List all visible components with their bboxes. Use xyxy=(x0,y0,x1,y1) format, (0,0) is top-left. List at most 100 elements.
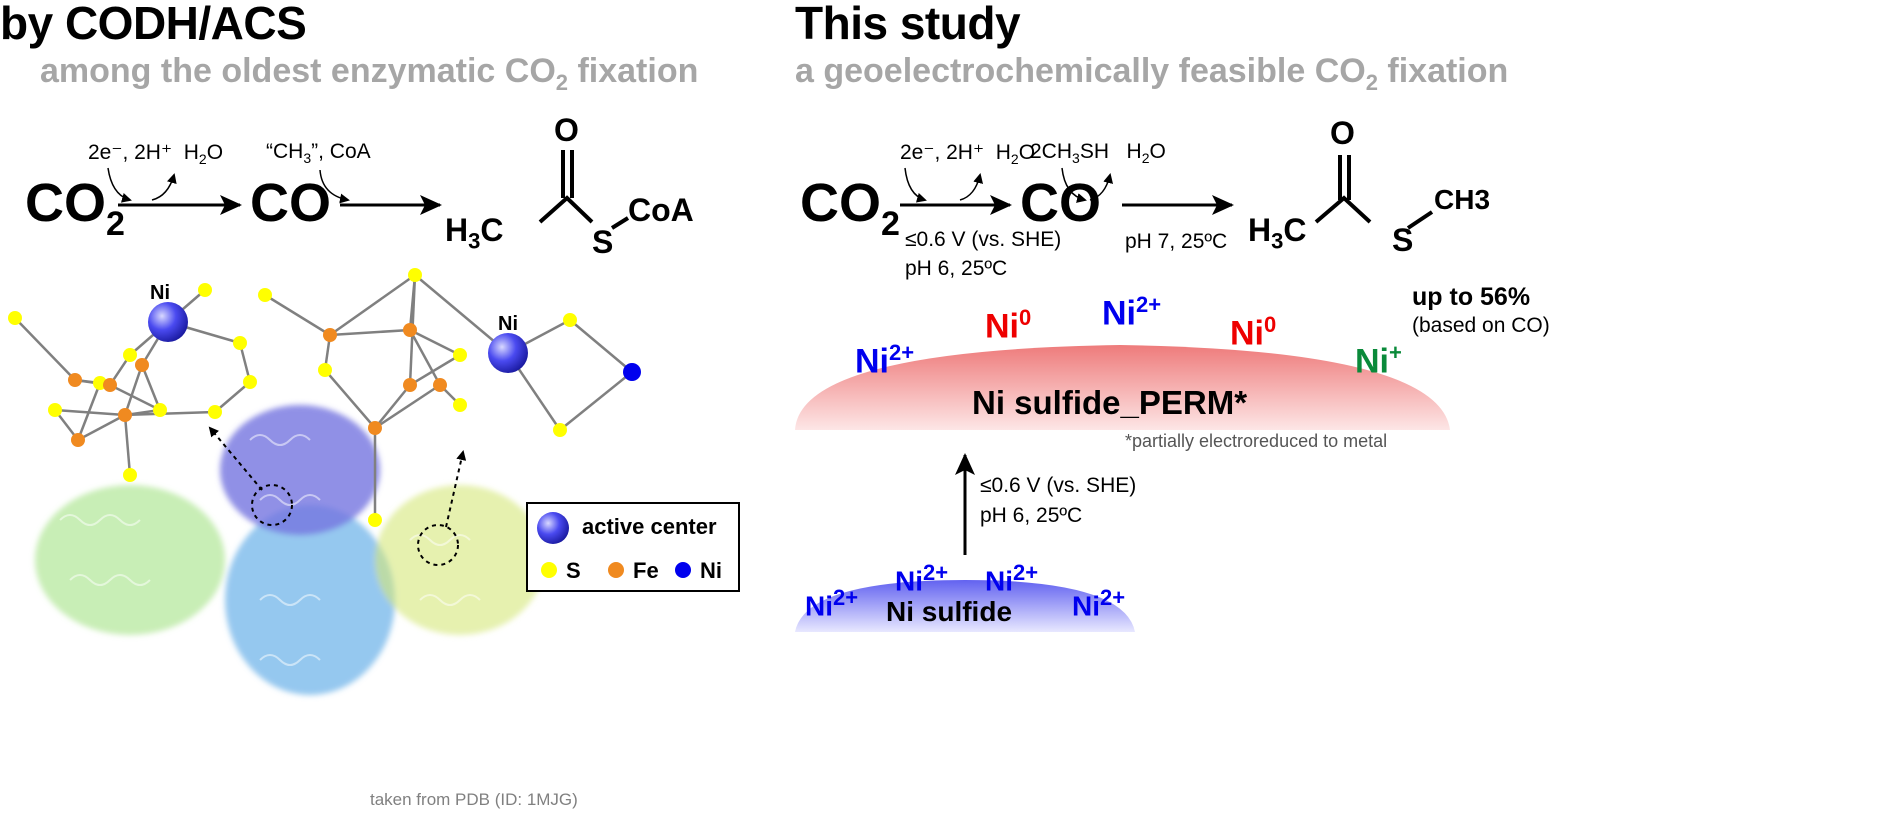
charge: 2+ xyxy=(1136,292,1162,317)
cluster-bond xyxy=(14,317,76,381)
yield: up to 56% xyxy=(1412,283,1531,311)
co2-text: CO xyxy=(25,173,106,233)
cluster-bond xyxy=(123,364,144,416)
acetyl-o: O xyxy=(554,112,579,148)
cluster-bond xyxy=(76,382,102,441)
reagents: 2e⁻, 2H⁺ xyxy=(900,141,985,164)
charge: 2+ xyxy=(923,560,949,585)
iron-atom xyxy=(135,358,149,372)
iron-atom xyxy=(118,408,132,422)
right-step2-reagents: 2CH3SH H2O xyxy=(1030,140,1166,166)
sulfur-atom xyxy=(258,288,272,302)
nickel-active-center xyxy=(488,333,528,373)
ch3sh-sub: 3 xyxy=(1072,150,1080,167)
ch3-sub: 3 xyxy=(303,150,312,167)
legend-ni: Ni xyxy=(700,558,722,583)
conversion-ph: pH 6, 25ºC xyxy=(980,504,1083,527)
charge: 0 xyxy=(1019,305,1032,330)
acetyl-h3c: H3C xyxy=(445,212,503,254)
charge: + xyxy=(1389,340,1402,365)
left-title: by CODH/ACS xyxy=(0,0,307,49)
perm-species-3: Ni2+ xyxy=(1102,292,1161,333)
charge: 2+ xyxy=(1100,585,1126,610)
sulfur-atom xyxy=(123,468,137,482)
codh-acs-protein-structure xyxy=(35,405,545,695)
perm-species-4: Ni0 xyxy=(1230,312,1276,353)
pdb-credit: taken from PDB (ID: 1MJG) xyxy=(370,790,578,809)
nickel-active-center xyxy=(148,302,188,342)
cluster-bond xyxy=(54,408,126,417)
legend-active-center: active center xyxy=(582,514,717,539)
water-h: H xyxy=(1126,140,1142,163)
charge: 0 xyxy=(1264,312,1277,337)
ni-legend-icon xyxy=(675,562,691,578)
water-sub: 2 xyxy=(1010,151,1019,168)
cluster-bond xyxy=(324,369,376,429)
right-reaction-arrows xyxy=(900,167,1234,215)
base: Ni xyxy=(805,590,833,622)
perm-footnote: *partially electroreduced to metal xyxy=(1125,431,1388,451)
sulfide-species-2: Ni2+ xyxy=(895,560,948,597)
cluster-bond xyxy=(124,410,216,417)
acetyl-coa-bonds xyxy=(538,150,630,230)
right-co: CO xyxy=(1020,173,1101,233)
iron-atom xyxy=(323,328,337,342)
ch3sh-b: SH xyxy=(1079,140,1109,163)
base: Ni xyxy=(985,307,1019,346)
cluster-bond xyxy=(374,383,441,430)
sulfur-atom xyxy=(318,363,332,377)
perm-species-2: Ni0 xyxy=(985,305,1031,346)
ni-sulfide-dome xyxy=(795,580,1135,632)
cluster-bond xyxy=(329,273,416,337)
step1-ph: pH 6, 25ºC xyxy=(905,257,1008,280)
sulfur-atom xyxy=(233,336,247,350)
cluster-bond xyxy=(409,353,461,387)
cluster-bond xyxy=(569,319,633,373)
left-co: CO xyxy=(250,173,331,233)
coa: ”, CoA xyxy=(311,140,371,163)
thioester-o: O xyxy=(1330,115,1355,151)
iron-atom xyxy=(403,378,417,392)
left-subtitle-text: among the oldest enzymatic CO xyxy=(40,52,556,90)
protein-texture xyxy=(59,434,481,666)
cluster-bond xyxy=(414,274,509,354)
left-step2-reagents: “CH3”, CoA xyxy=(266,140,371,166)
sulfide-label: Ni sulfide xyxy=(886,596,1013,627)
sulfur-atom xyxy=(123,348,137,362)
perm-species-5: Ni+ xyxy=(1355,340,1402,381)
co2-sub: 2 xyxy=(106,205,125,243)
s-legend-icon xyxy=(541,562,557,578)
cluster-bond xyxy=(409,328,461,357)
iron-atom xyxy=(103,378,117,392)
iron-atom xyxy=(368,421,382,435)
water-sub: 2 xyxy=(198,151,207,168)
left-subtitle-end: fixation xyxy=(568,52,699,90)
left-step1-reagents: 2e⁻, 2H⁺ H2O xyxy=(88,140,223,167)
active-center-legend-icon xyxy=(537,512,569,544)
water-o: O xyxy=(1149,140,1166,163)
sulfur-atom xyxy=(453,348,467,362)
co2-text: CO xyxy=(800,173,881,233)
sulfur-atom xyxy=(368,513,382,527)
conversion-potential: ≤0.6 V (vs. SHE) xyxy=(980,474,1137,497)
water-h: H xyxy=(183,141,199,164)
cluster-bond xyxy=(329,328,411,337)
sulfur-atom xyxy=(8,311,22,325)
ch3-a: “CH xyxy=(266,140,304,163)
base: Ni xyxy=(1230,314,1264,353)
sulfur-atom xyxy=(553,423,567,437)
ch3sh-a: 2CH xyxy=(1030,140,1073,163)
sulfur-atom xyxy=(453,398,467,412)
cluster-bond xyxy=(109,383,161,412)
water-sub: 2 xyxy=(1141,150,1150,167)
right-co2: CO2 xyxy=(800,172,900,244)
fe-legend-icon xyxy=(608,562,624,578)
water-h: H xyxy=(995,141,1011,164)
charge: 2+ xyxy=(1013,560,1039,585)
sulfur-atom xyxy=(48,403,62,417)
c: C xyxy=(480,212,504,248)
left-reaction-arrows xyxy=(107,167,442,215)
ni-sulfide-perm-dome xyxy=(795,345,1450,430)
charge: 2+ xyxy=(833,585,859,610)
cluster-bond xyxy=(408,329,442,386)
